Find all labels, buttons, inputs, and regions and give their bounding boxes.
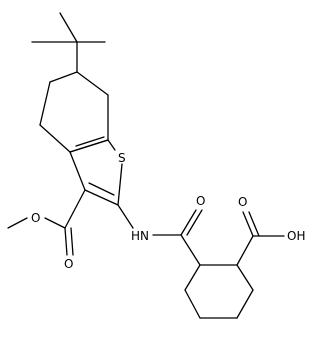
ester-ring-oxygen: O bbox=[31, 211, 40, 225]
sulfur-atom: S bbox=[118, 151, 126, 165]
tert-butyl-group bbox=[31, 12, 106, 73]
cyclohexane-ring bbox=[184, 264, 254, 319]
amide-nh: HN bbox=[131, 229, 149, 243]
acid-hydroxyl: OH bbox=[287, 229, 305, 243]
amide-oxygen: O bbox=[196, 194, 205, 208]
ester-carbonyl-oxygen: O bbox=[64, 257, 73, 271]
methyl-ester-group bbox=[7, 189, 86, 256]
cyclohexene-ring bbox=[39, 71, 109, 153]
acid-carbonyl-oxygen: O bbox=[238, 195, 247, 209]
amide-linkage bbox=[117, 204, 203, 266]
thiophene-ring bbox=[69, 136, 123, 206]
carboxylic-acid-group bbox=[236, 211, 285, 266]
